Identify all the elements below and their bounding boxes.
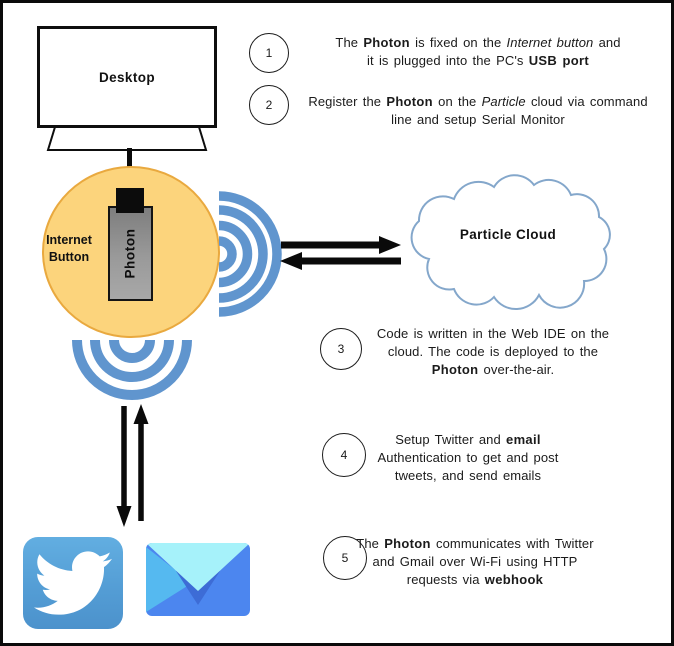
step-text-segment: and Gmail over Wi-Fi using HTTP (372, 554, 578, 569)
step-text-segment: cloud via command (525, 94, 648, 109)
step-2-text: Register the Photon on the Particle clou… (289, 93, 667, 129)
step-text-line: Authentication to get and post (351, 449, 585, 467)
monitor-stand (46, 126, 208, 151)
step-text-line: line and setup Serial Monitor (289, 111, 667, 129)
twitter-bird-icon (34, 551, 112, 615)
step-text-segment: Particle (481, 94, 526, 109)
step-text-line: requests via webhook (353, 571, 597, 589)
step-text-line: tweets, and send emails (351, 467, 585, 485)
step-3-text: Code is written in the Web IDE on the clo… (365, 325, 621, 379)
internet-button-label: Internet Button (46, 233, 92, 264)
step-1-number: 1 (265, 46, 273, 60)
particle-cloud-shape (410, 174, 611, 311)
step-3-circle: 3 (320, 328, 362, 370)
step-text-segment: it is plugged into the PC's (367, 53, 529, 68)
step-1-text: The Photon is fixed on the Internet butt… (289, 34, 667, 70)
step-text-segment: Code is written in the Web IDE on the (376, 326, 610, 341)
usb-connector (116, 188, 144, 213)
step-1-circle: 1 (249, 33, 289, 73)
step-text-segment: Register the (308, 94, 387, 109)
step-text-segment: Photon (386, 94, 433, 109)
step-text-segment: Authentication to get and post (377, 450, 559, 465)
step-text-segment: email (506, 432, 541, 447)
step-text-line: The Photon communicates with Twitter (353, 535, 597, 553)
step-4-number: 4 (340, 448, 348, 462)
desktop-monitor: Desktop (37, 26, 217, 128)
step-text-line: Setup Twitter and email (351, 431, 585, 449)
step-text-line: Code is written in the Web IDE on the (365, 325, 621, 343)
step-text-segment: Internet button (506, 35, 594, 50)
step-text-segment: cloud. The code is deployed to the (387, 344, 599, 359)
step-text-line: it is plugged into the PC's USB port (289, 52, 667, 70)
step-4-circle: 4 (322, 433, 366, 477)
step-text-line: cloud. The code is deployed to the (365, 343, 621, 361)
step-text-line: Register the Photon on the Particle clou… (289, 93, 667, 111)
step-text-segment: communicates with Twitter (430, 536, 594, 551)
step-text-segment: on the (432, 94, 482, 109)
step-text-line: The Photon is fixed on the Internet butt… (289, 34, 667, 52)
step-text-line: Photon over-the-air. (365, 361, 621, 379)
step-text-segment: line and setup Serial Monitor (391, 112, 565, 127)
bidirectional-arrows-horizontal (280, 236, 401, 270)
step-2-number: 2 (265, 98, 273, 112)
step-text-segment: Setup Twitter and (395, 432, 507, 447)
step-text-segment: Photon (363, 35, 410, 50)
step-text-segment: tweets, and send emails (394, 468, 542, 483)
step-text-segment: webhook (484, 572, 544, 587)
particle-cloud-label: Particle Cloud (459, 227, 557, 242)
step-text-segment: The (356, 536, 385, 551)
step-text-segment: over-the-air. (478, 362, 555, 377)
step-text-line: and Gmail over Wi-Fi using HTTP (353, 553, 597, 571)
step-text-segment: requests via (406, 572, 485, 587)
step-5-circle: 5 (323, 536, 367, 580)
photon-device: Photon (108, 206, 153, 301)
step-2-circle: 2 (249, 85, 289, 125)
step-text-segment: The (335, 35, 364, 50)
wifi-signal-down-icon (72, 339, 192, 400)
step-text-segment: is fixed on the (409, 35, 507, 50)
step-text-segment: Photon (431, 362, 479, 377)
desktop-label: Desktop (98, 69, 156, 85)
step-text-segment: Photon (384, 536, 431, 551)
bidirectional-arrows-vertical (116, 404, 149, 527)
step-text-segment: USB port (528, 53, 589, 68)
email-icon (146, 543, 250, 616)
step-5-number: 5 (341, 551, 349, 565)
photon-label: Photon (123, 228, 138, 279)
wifi-signal-right-icon (218, 191, 282, 317)
twitter-icon (23, 537, 123, 629)
step-text-segment: and (593, 35, 621, 50)
step-3-number: 3 (337, 342, 345, 356)
